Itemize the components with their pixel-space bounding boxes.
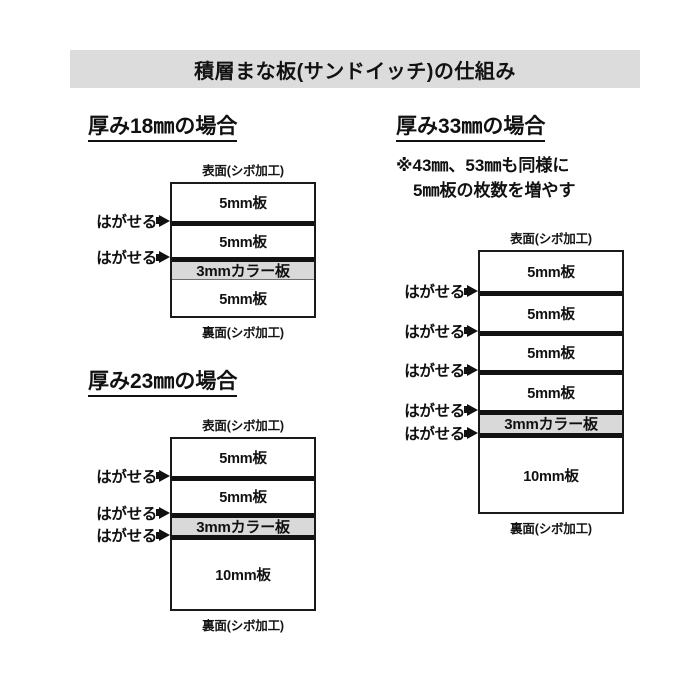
arrow-right-icon [464,285,478,298]
layer-color-3mm: 3mmカラー板 [480,409,622,434]
peelable-callout: はがせる [96,502,170,524]
layer-color-3mm: 3mmカラー板 [172,257,314,281]
layer-label: 5mm板 [219,234,267,251]
arrow-right-icon [156,529,170,542]
peelable-callout: はがせる [404,422,478,444]
peelable-callout: はがせる [404,359,478,381]
layer-label: 10mm板 [523,468,579,485]
section-thickness-33: 厚み33㎜の場合 ※43㎜、53㎜も同様に 5㎜板の枚数を増やす [396,115,646,203]
bottom-face-label-18: 裏面(シボ加工) [202,326,284,340]
section-thickness-23: 厚み23㎜の場合 [88,370,238,398]
layer-plain-5mm: 5mm板 [480,330,622,371]
arrow-right-icon [156,506,170,519]
peelable-callout: はがせる [404,280,478,302]
peelable-label: はがせる [96,505,157,523]
stack-thickness-23: 表面(シボ加工) 5mm板 5mm板 3mmカラー板 10mm板 裏面(シボ加工) は… [96,415,316,634]
layer-label: 10mm板 [215,568,271,585]
arrow-right-icon [464,403,478,416]
top-face-label-23: 表面(シボ加工) [202,419,284,433]
peelable-label: はがせる [404,323,465,341]
layer-plain-5mm: 5mm板 [480,291,622,331]
layer-plain-5mm: 5mm板 [172,439,314,476]
peelable-label: はがせる [404,402,465,420]
peelable-label: はがせる [404,284,465,302]
peelable-label: はがせる [96,468,157,486]
layer-plain-10mm: 10mm板 [480,433,622,512]
peelable-callout: はがせる [404,399,478,421]
arrow-right-icon [464,324,478,337]
layer-label: 5mm板 [527,265,575,282]
layer-label: 5mm板 [219,490,267,507]
arrow-right-icon [156,214,170,227]
layer-plain-5mm: 5mm板 [172,279,314,316]
layer-color-3mm: 3mmカラー板 [172,512,314,536]
layer-plain-5mm: 5mm板 [172,184,314,221]
layer-label: 5mm板 [527,346,575,363]
peelable-callout: はがせる [96,246,170,268]
layer-label: 5mm板 [527,307,575,324]
arrow-right-icon [156,251,170,264]
section-heading-33: 厚み33㎜の場合 [396,115,546,143]
peelable-label: はがせる [404,426,465,444]
layer-plain-5mm: 5mm板 [480,252,622,292]
layer-stack-33: 5mm板 5mm板 5mm板 5mm板 3mmカラー板 10mm板 [478,250,624,514]
layer-plain-10mm: 10mm板 [172,535,314,609]
layer-label: 3mmカラー板 [196,519,290,536]
layer-label: 3mmカラー板 [504,416,598,434]
layer-plain-5mm: 5mm板 [480,370,622,410]
section-thickness-18: 厚み18㎜の場合 [88,115,238,143]
arrow-right-icon [156,469,170,482]
section-note-33: ※43㎜、53㎜も同様に 5㎜板の枚数を増やす [396,156,576,200]
layer-label: 5mm板 [219,195,267,212]
layer-plain-5mm: 5mm板 [172,220,314,258]
arrow-right-icon [464,427,478,440]
peelable-callout: はがせる [96,210,170,232]
layer-stack-18: 5mm板 5mm板 3mmカラー板 5mm板 [170,182,316,318]
top-face-label-18: 表面(シボ加工) [202,164,284,178]
peelable-callout: はがせる [96,524,170,546]
page-title: 積層まな板(サンドイッチ)の仕組み [194,60,516,83]
peelable-callout: はがせる [96,465,170,487]
section-heading-18: 厚み18㎜の場合 [88,115,238,143]
bottom-face-label-33: 裏面(シボ加工) [510,522,592,536]
layer-plain-5mm: 5mm板 [172,475,314,513]
stack-thickness-18: 表面(シボ加工) 5mm板 5mm板 3mmカラー板 5mm板 裏面(シボ加工) はが… [96,160,316,341]
peelable-label: はがせる [404,363,465,381]
peelable-callout: はがせる [404,320,478,342]
top-face-label-33: 表面(シボ加工) [510,232,592,246]
peelable-label: はがせる [96,528,157,546]
diagram-title-bar: 積層まな板(サンドイッチ)の仕組み [70,50,640,88]
stack-thickness-33: 表面(シボ加工) 5mm板 5mm板 5mm板 5mm板 3mmカラー板 10mm板 裏面… [404,228,624,537]
section-heading-23: 厚み23㎜の場合 [88,370,238,398]
layer-label: 5mm板 [219,450,267,467]
peelable-label: はがせる [96,250,157,268]
peelable-label: はがせる [96,213,157,231]
bottom-face-label-23: 裏面(シボ加工) [202,619,284,633]
layer-label: 5mm板 [219,291,267,308]
layer-label: 5mm板 [527,385,575,402]
layer-label: 3mmカラー板 [196,263,290,281]
layer-stack-23: 5mm板 5mm板 3mmカラー板 10mm板 [170,437,316,611]
arrow-right-icon [464,364,478,377]
